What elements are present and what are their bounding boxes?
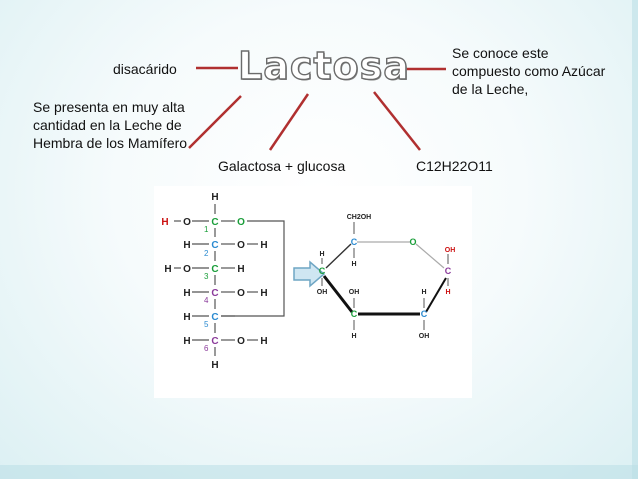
title-lactosa: Lactosa xyxy=(237,43,410,88)
atom: H xyxy=(183,312,190,323)
carbon-number: 4 xyxy=(204,296,209,305)
atom: OH xyxy=(445,247,456,254)
connector-formula xyxy=(373,91,421,151)
atom: H xyxy=(260,240,267,251)
carbon-number: 1 xyxy=(204,225,209,234)
atom: H xyxy=(260,288,267,299)
atom: H xyxy=(183,240,190,251)
atom: O xyxy=(409,237,416,247)
atom: H xyxy=(211,192,218,203)
carbon-numbers: 1 2 3 4 5 6 xyxy=(204,225,209,353)
atom: O xyxy=(237,217,245,228)
atom: O xyxy=(183,217,191,228)
atom: H xyxy=(211,360,218,371)
atom: C xyxy=(351,237,358,247)
atom: H xyxy=(351,261,356,268)
atom: C xyxy=(319,266,326,276)
atom: C xyxy=(421,309,428,319)
atom: H xyxy=(237,264,244,275)
atom: C xyxy=(211,312,218,323)
connector-se-presenta xyxy=(188,95,242,149)
slide-bottom-accent xyxy=(0,465,638,479)
atom: H xyxy=(421,289,426,296)
carbon-number: 6 xyxy=(204,344,209,353)
transformation-arrow-icon xyxy=(293,260,326,288)
ring-atoms: CH2OH C O H C H OH C OH H OH C H H C OH xyxy=(317,214,456,340)
label-disacarido: disacárido xyxy=(113,61,177,77)
label-se-presenta: Se presenta en muy alta cantidad en la L… xyxy=(33,99,188,151)
slide-right-accent xyxy=(632,0,638,479)
atom: O xyxy=(237,336,245,347)
atom: OH xyxy=(419,333,430,340)
atom: C xyxy=(211,288,218,299)
label-se-conoce: Se conoce este compuesto como Azúcar de … xyxy=(452,45,606,97)
atom: C xyxy=(211,336,218,347)
atom: H xyxy=(445,289,450,296)
atom: H xyxy=(183,336,190,347)
atom: O xyxy=(183,264,191,275)
atom: C xyxy=(211,264,218,275)
ring-bonds xyxy=(321,222,449,330)
atom: OH xyxy=(317,289,328,296)
carbon-number: 5 xyxy=(204,320,209,329)
atom: CH2OH xyxy=(347,214,372,221)
atom: H xyxy=(319,251,324,258)
open-chain-atoms: H H O C O H C O H H O C H H C O H H C H … xyxy=(161,192,267,371)
label-formula: C12H22O11 xyxy=(416,158,493,174)
atom: H xyxy=(164,264,171,275)
atom: C xyxy=(445,266,452,276)
structure-svg: H H O C O H C O H H O C H H C O H H C H … xyxy=(161,192,456,371)
carbon-number: 3 xyxy=(204,272,209,281)
label-galactosa-glucosa: Galactosa + glucosa xyxy=(218,158,346,174)
atom: H xyxy=(351,333,356,340)
atom: H xyxy=(161,217,168,228)
atom: H xyxy=(183,288,190,299)
atom: C xyxy=(211,240,218,251)
atom: C xyxy=(351,309,358,319)
atom: O xyxy=(237,288,245,299)
atom: C xyxy=(211,217,218,228)
glucose-structure-figure: H H O C O H C O H H O C H H C O H H C H … xyxy=(154,186,472,398)
open-chain-bonds xyxy=(174,204,285,356)
atom: OH xyxy=(349,289,360,296)
connector-galactosa xyxy=(268,93,310,151)
carbon-number: 2 xyxy=(204,249,209,258)
atom: O xyxy=(237,240,245,251)
atom: H xyxy=(260,336,267,347)
